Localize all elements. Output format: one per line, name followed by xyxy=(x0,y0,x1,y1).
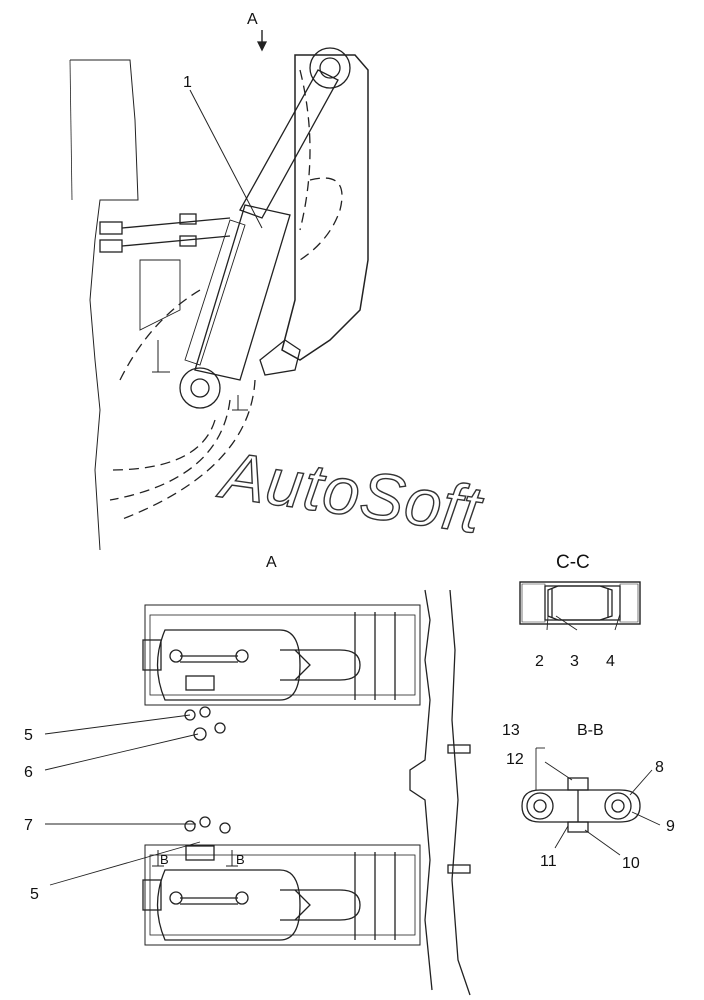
callout-6: 6 xyxy=(24,764,33,781)
callout-3: 3 xyxy=(570,653,579,670)
callout-7: 7 xyxy=(24,817,33,834)
callout-5-lower: 5 xyxy=(30,886,39,903)
callout-1: 1 xyxy=(183,74,192,91)
section-cc-detail xyxy=(519,581,641,631)
section-bb-detail xyxy=(521,747,661,856)
callout-11: 11 xyxy=(540,853,557,870)
callout-4: 4 xyxy=(606,653,615,670)
callout-8: 8 xyxy=(655,759,664,776)
callout-13: 13 xyxy=(502,722,520,739)
callout-10: 10 xyxy=(622,855,640,872)
section-bb-title: B-B xyxy=(577,722,604,739)
boom-cylinder-assembly xyxy=(69,30,369,551)
section-cc-title: C-C xyxy=(556,552,590,573)
view-arrow-label: A xyxy=(247,11,258,28)
callout-5-upper: 5 xyxy=(24,727,33,744)
section-mark-b-right: B xyxy=(236,852,245,867)
section-mark-b-left: B xyxy=(160,852,169,867)
view-a-title: A xyxy=(266,554,277,571)
callout-9: 9 xyxy=(666,818,675,835)
callout-12: 12 xyxy=(506,751,524,768)
view-a-assembly xyxy=(44,589,471,996)
watermark-text: AutoSoft xyxy=(213,437,488,547)
callout-2: 2 xyxy=(535,653,544,670)
